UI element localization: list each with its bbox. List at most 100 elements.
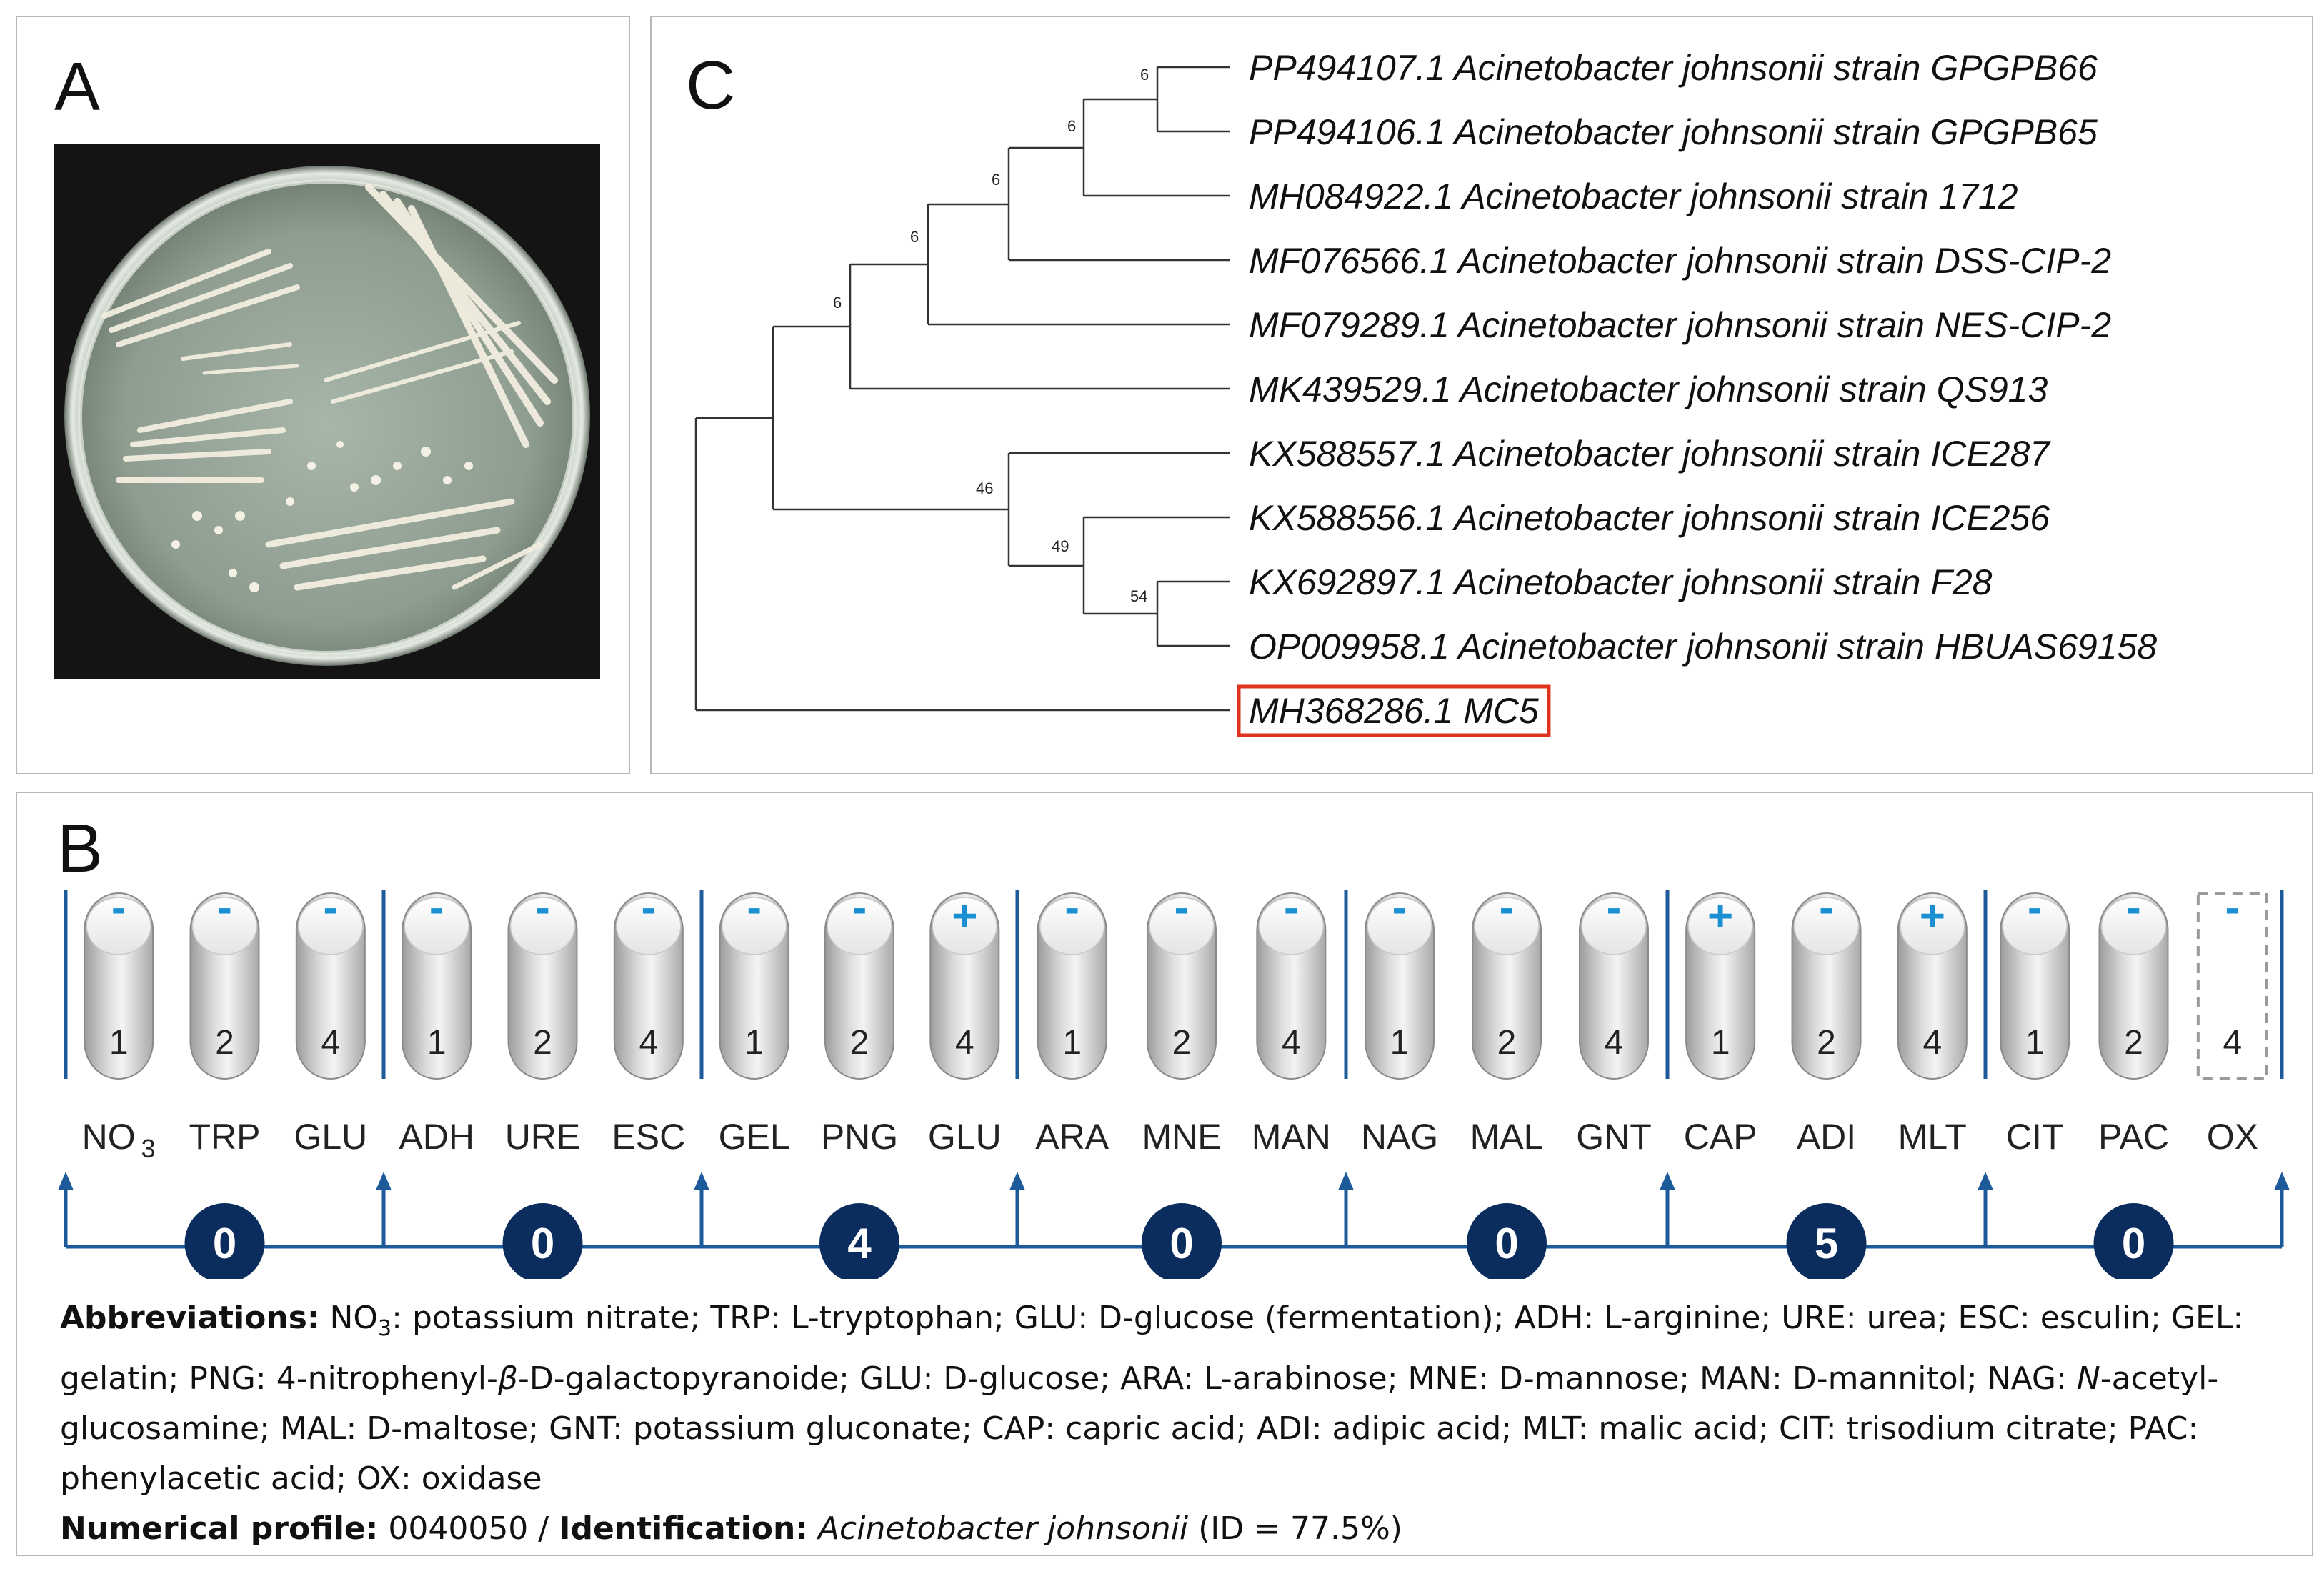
well-result-sign: - — [2028, 883, 2043, 932]
group-code-value: 5 — [1815, 1220, 1838, 1267]
test-abbreviation: PNG — [821, 1117, 898, 1157]
group-code-circle — [1142, 1203, 1222, 1279]
well-number: 2 — [2124, 1024, 2143, 1062]
well-number: 1 — [744, 1024, 764, 1062]
bootstrap-values: 6 6 6 6 6 46 49 54 — [833, 66, 1149, 605]
bootstrap-label: 6 — [992, 171, 1000, 189]
test-abbreviation: ADH — [399, 1117, 474, 1157]
legend-n-italic: N — [2076, 1360, 2100, 1397]
test-abbreviation: ADI — [1797, 1117, 1856, 1157]
well-result-sign: + — [1707, 892, 1733, 941]
leaf-label: PP494107.1 Acinetobacter johnsonii strai… — [1249, 48, 2098, 88]
well-number: 2 — [1817, 1024, 1836, 1062]
legend-ident-title: Identification: — [559, 1510, 808, 1547]
well-cap-top — [616, 897, 682, 955]
bootstrap-label: 6 — [1067, 117, 1076, 135]
test-abbreviation: GLU — [294, 1117, 367, 1157]
bootstrap-label: 6 — [1140, 66, 1149, 84]
well-number: 2 — [533, 1024, 552, 1062]
well-number: 2 — [1172, 1024, 1192, 1062]
panel-a: A — [16, 16, 630, 774]
well-cap-top — [1039, 897, 1105, 955]
bootstrap-label: 54 — [1130, 587, 1147, 605]
group-code-circle — [2093, 1203, 2174, 1279]
group-code-circle — [1786, 1203, 1867, 1279]
leaf-label: OP009958.1 Acinetobacter johnsonii strai… — [1249, 627, 2157, 667]
test-abbreviation: CAP — [1684, 1117, 1757, 1157]
phylogenetic-tree: 6 6 6 6 6 46 49 54 PP494107.1 Acinetobac… — [694, 48, 2157, 737]
group-code-value: 0 — [213, 1220, 236, 1267]
well-cap-top — [1258, 897, 1325, 955]
test-well: -4OX — [2196, 883, 2268, 1157]
well-cap-top — [1581, 897, 1647, 955]
test-abbreviation: GNT — [1576, 1117, 1652, 1157]
group-code-circle — [1467, 1203, 1547, 1279]
test-abbreviation: TRP — [189, 1117, 261, 1157]
panel-c: C 6 6 — [650, 16, 2313, 774]
well-cap-top — [509, 897, 576, 955]
group-code-circle — [819, 1203, 899, 1279]
test-abbreviation: CIT — [2006, 1117, 2064, 1157]
node-dss — [928, 148, 1010, 260]
test-abbreviation: ARA — [1035, 1117, 1109, 1157]
well-cap-top — [1149, 897, 1215, 955]
well-cap-top — [1474, 897, 1540, 955]
legend-profile-value: 0040050 / — [378, 1510, 559, 1547]
legend-beta: β — [497, 1360, 518, 1397]
group-code-value: 0 — [531, 1220, 554, 1267]
leaf-label: MF076566.1 Acinetobacter johnsonii strai… — [1249, 241, 2111, 281]
legend-text-1: : potassium nitrate; TRP: L-tryptophan; … — [60, 1300, 2244, 1397]
highlighted-leaf-label: MH368286.1 MC5 — [1249, 691, 1539, 731]
well-number: 4 — [1605, 1024, 1624, 1062]
legend: Abbreviations: NO3: potassium nitrate; T… — [60, 1293, 2275, 1554]
group-code-circle — [184, 1203, 265, 1279]
bootstrap-label: 6 — [910, 228, 919, 246]
leaf-label: MF079289.1 Acinetobacter johnsonii strai… — [1249, 305, 2111, 345]
divider-arrowhead — [58, 1172, 74, 1190]
node-f28 — [1084, 582, 1159, 646]
node-nes — [850, 204, 929, 324]
test-abbreviation: MAL — [1470, 1117, 1544, 1157]
well-number: 4 — [321, 1024, 340, 1062]
divider-arrowhead — [1978, 1172, 1993, 1190]
well-cap-top — [932, 897, 998, 955]
well-number: 4 — [1282, 1024, 1301, 1062]
well-result-sign: - — [1500, 883, 1515, 932]
well-number: 1 — [2025, 1024, 2045, 1062]
divider-arrowhead — [1338, 1172, 1354, 1190]
leaf-label: KX692897.1 Acinetobacter johnsonii strai… — [1249, 562, 1993, 602]
tree-branches — [694, 66, 1230, 712]
test-abbreviation: PAC — [2098, 1117, 2169, 1157]
well-number: 1 — [1711, 1024, 1730, 1062]
well-result-sign: - — [1819, 883, 1834, 932]
node-qs913 — [773, 264, 852, 389]
test-abbreviation: MLT — [1898, 1117, 1967, 1157]
test-abbreviation: MAN — [1252, 1117, 1331, 1157]
legend-ident-species: Acinetobacter johnsonii — [817, 1510, 1189, 1547]
well-result-sign: - — [2225, 883, 2240, 932]
well-cap-top — [404, 897, 469, 955]
test-abbreviation: OX — [2207, 1117, 2258, 1157]
well-result-sign: - — [747, 883, 762, 932]
well-number: 1 — [427, 1024, 447, 1062]
legend-text-3: -acetyl-glucosamine; MAL: D-maltose; GNT… — [60, 1360, 2219, 1497]
legend-no3: NO — [329, 1300, 379, 1336]
